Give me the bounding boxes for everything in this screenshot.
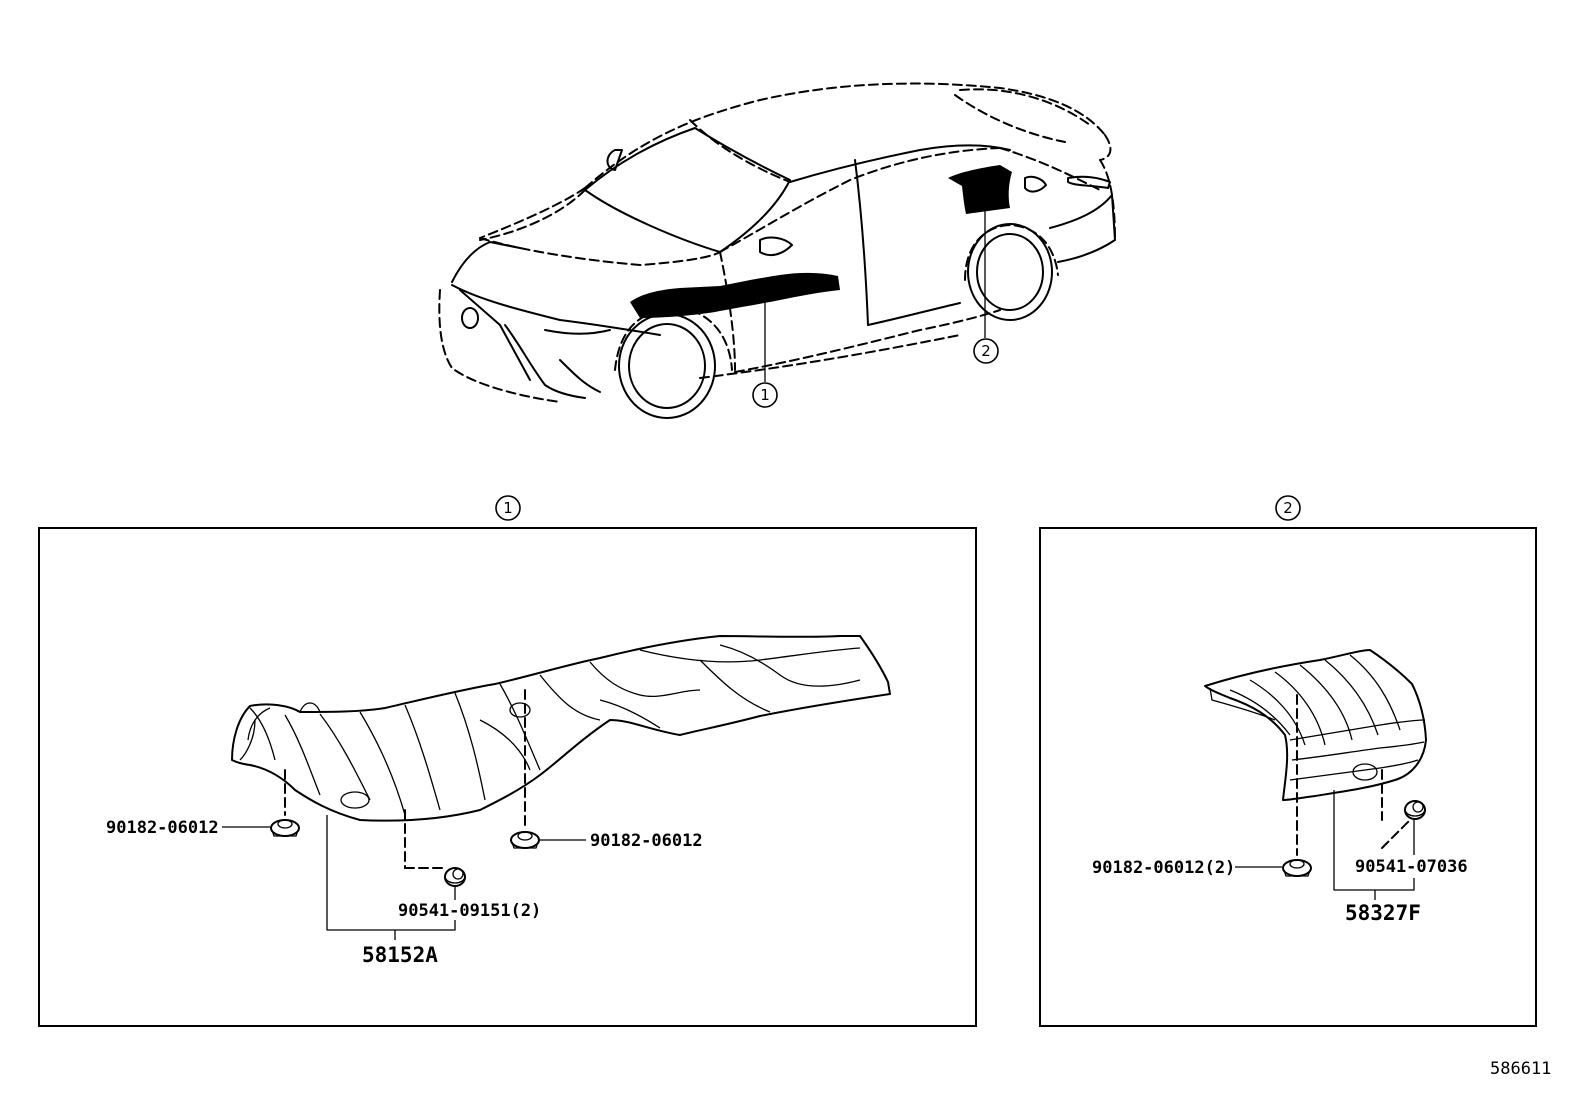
part-label-assembly-1: 58152A [362,943,438,967]
assembly-1-bracket [326,815,456,931]
assembly-2-bracket [1333,790,1415,891]
nut-icon [1404,800,1426,820]
heat-insulator-rear-zone [948,165,1012,214]
section-1-header: 1 [495,495,521,521]
section-2-callout: 2 [1283,499,1293,517]
section-1-callout: 1 [503,499,513,517]
clip-icon [510,831,540,849]
heat-insulator-front-icon [231,635,891,822]
car-callout-1: 1 [760,386,770,404]
callout-circle-icon: 1 2 [752,338,999,408]
part-label-clip-right: 90182-06012 [590,831,703,851]
car-callout-2: 2 [981,342,991,360]
heat-insulator-front-zone [630,272,840,318]
part-label-nut-2: 90541-07036 [1355,857,1468,877]
heat-insulator-rear-icon [1204,649,1427,801]
section-2-frame [1039,527,1537,1027]
nut-2-guide-b [1381,819,1411,849]
diagram-ref-number: 586611 [1490,1059,1551,1079]
part-label-nut: 90541-09151(2) [398,901,541,921]
part-label-assembly-2: 58327F [1345,901,1421,925]
clip-icon [1282,859,1312,877]
section-2-header: 2 [1275,495,1301,521]
clip-icon [270,819,300,837]
nut-icon [444,867,466,887]
section-1-frame [38,527,977,1027]
part-label-clip-2: 90182-06012(2) [1092,858,1235,878]
part-label-clip-left: 90182-06012 [106,818,219,838]
car-outline-icon [438,82,1116,419]
